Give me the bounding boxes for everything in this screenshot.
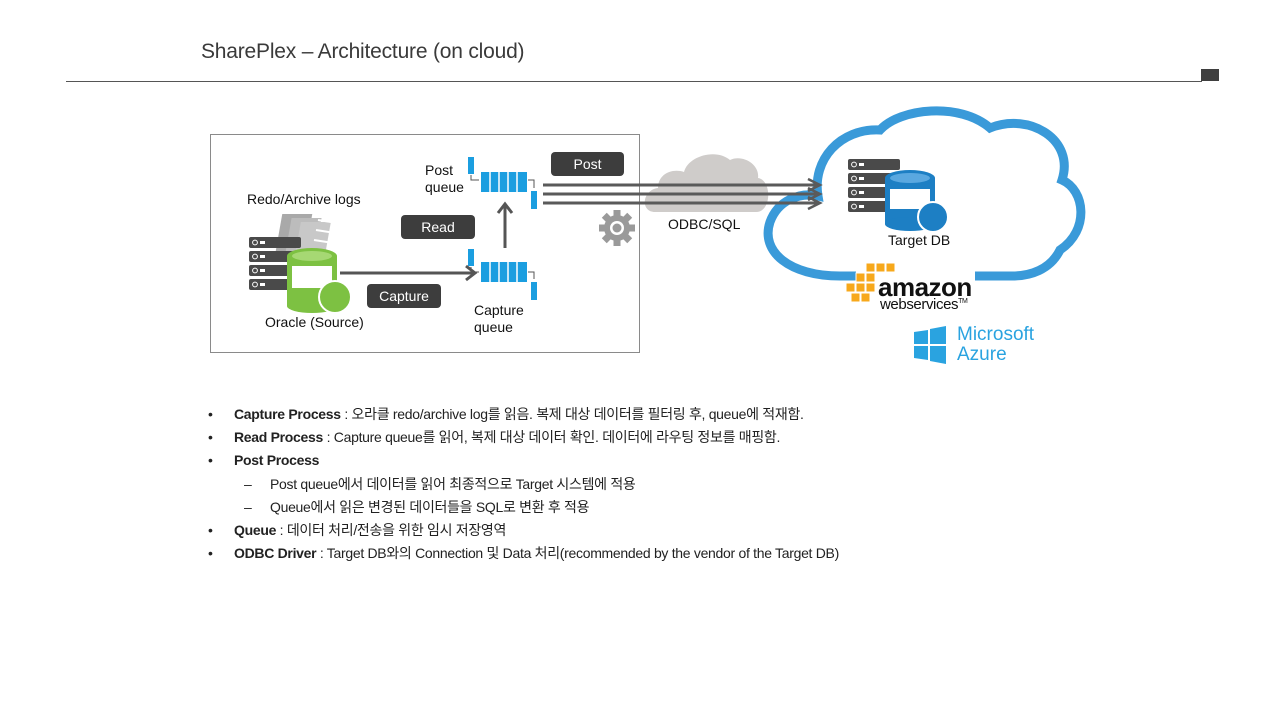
target-db-label: Target DB bbox=[888, 232, 951, 248]
bullet-description: : Capture queue를 읽어, 복제 대상 데이터 확인. 데이터에 … bbox=[323, 429, 781, 446]
bullet-term: Capture Process bbox=[234, 406, 341, 422]
bullet-description: : 데이터 처리/전송을 위한 임시 저장영역 bbox=[276, 521, 507, 538]
odbc-connection-arrows bbox=[543, 177, 823, 211]
bullet-marker: • bbox=[208, 429, 213, 446]
bullet-marker: • bbox=[208, 406, 213, 422]
bullet-text: Queue에서 읽은 변경된 데이터들을 SQL로 변환 후 적용 bbox=[270, 497, 590, 517]
capture-process-badge: Capture bbox=[367, 284, 441, 308]
bullet-marker: • bbox=[208, 521, 213, 538]
aws-logo-text: amazon bbox=[878, 272, 972, 302]
capture-queue-label-line1: Capture bbox=[474, 302, 524, 318]
post-process-badge: Post bbox=[551, 152, 624, 176]
bullet-text: Read Process : Capture queue를 읽어, 복제 대상 … bbox=[234, 427, 780, 447]
azure-line1: Microsoft bbox=[957, 324, 1035, 345]
source-db-label: Oracle (Source) bbox=[265, 314, 364, 330]
aws-logo-subtext: webservicesTM bbox=[880, 296, 968, 313]
dash-marker: – bbox=[244, 498, 252, 515]
bullet-description: : Target DB와의 Connection 및 Data 처리(recom… bbox=[316, 545, 839, 562]
target-cloud-icon bbox=[763, 106, 1086, 281]
bullet-term: ODBC Driver bbox=[234, 545, 317, 562]
bullet-term: Read Process bbox=[234, 429, 324, 446]
source-database-icon bbox=[287, 248, 352, 314]
title-rule bbox=[66, 81, 1202, 82]
bullet-text: Post queue에서 데이터를 읽어 최종적으로 Target 시스템에 적… bbox=[270, 474, 636, 494]
dash-marker: – bbox=[244, 475, 252, 492]
azure-line2: Azure bbox=[957, 344, 1007, 365]
bullet-description: : 오라클 redo/archive log를 읽음. 복제 대상 데이터를 필… bbox=[340, 406, 804, 422]
post-queue-label-line1: Post bbox=[425, 162, 454, 178]
read-process-badge: Read bbox=[401, 215, 475, 239]
bullet-description: Queue에서 읽은 변경된 데이터들을 SQL로 변환 후 적용 bbox=[270, 498, 590, 515]
bullet-marker: • bbox=[208, 545, 213, 562]
aws-webservices-text: webservices bbox=[880, 296, 959, 313]
bullet-description: Post queue에서 데이터를 읽어 최종적으로 Target 시스템에 적… bbox=[270, 475, 636, 492]
slide-title: SharePlex – Architecture (on cloud) bbox=[201, 40, 525, 63]
source-frame bbox=[210, 134, 640, 353]
title-accent-block bbox=[1201, 69, 1219, 81]
bullet-text: Capture Process : 오라클 redo/archive log를 … bbox=[234, 404, 804, 424]
capture-queue-label-line2: queue bbox=[474, 319, 513, 335]
odbc-sql-label: ODBC/SQL bbox=[668, 216, 741, 232]
post-queue-icon bbox=[468, 157, 537, 209]
aws-logo-icon bbox=[845, 262, 896, 303]
read-arrow bbox=[496, 201, 514, 248]
capture-arrow bbox=[340, 264, 478, 282]
bullet-text: ODBC Driver : Target DB와의 Connection 및 D… bbox=[234, 543, 839, 563]
target-server-icon bbox=[847, 159, 901, 213]
gear-icon bbox=[599, 210, 635, 246]
target-database-icon bbox=[885, 170, 949, 233]
redo-logs-label: Redo/Archive logs bbox=[247, 191, 361, 207]
network-cloud-icon bbox=[644, 154, 769, 212]
azure-logo-icon bbox=[914, 326, 946, 364]
azure-logo-text: Microsoft Azure bbox=[957, 325, 1034, 365]
bullet-marker: • bbox=[208, 452, 213, 469]
bullet-term: Queue bbox=[234, 521, 277, 538]
post-queue-label-line2: queue bbox=[425, 179, 464, 195]
bullet-term: Post Process bbox=[234, 452, 320, 469]
aws-tm-mark: TM bbox=[958, 298, 968, 305]
bullet-text: Queue : 데이터 처리/전송을 위한 임시 저장영역 bbox=[234, 520, 506, 540]
capture-queue-icon bbox=[468, 249, 537, 300]
source-server-icon bbox=[248, 237, 302, 291]
bullet-text: Post Process bbox=[234, 450, 319, 470]
